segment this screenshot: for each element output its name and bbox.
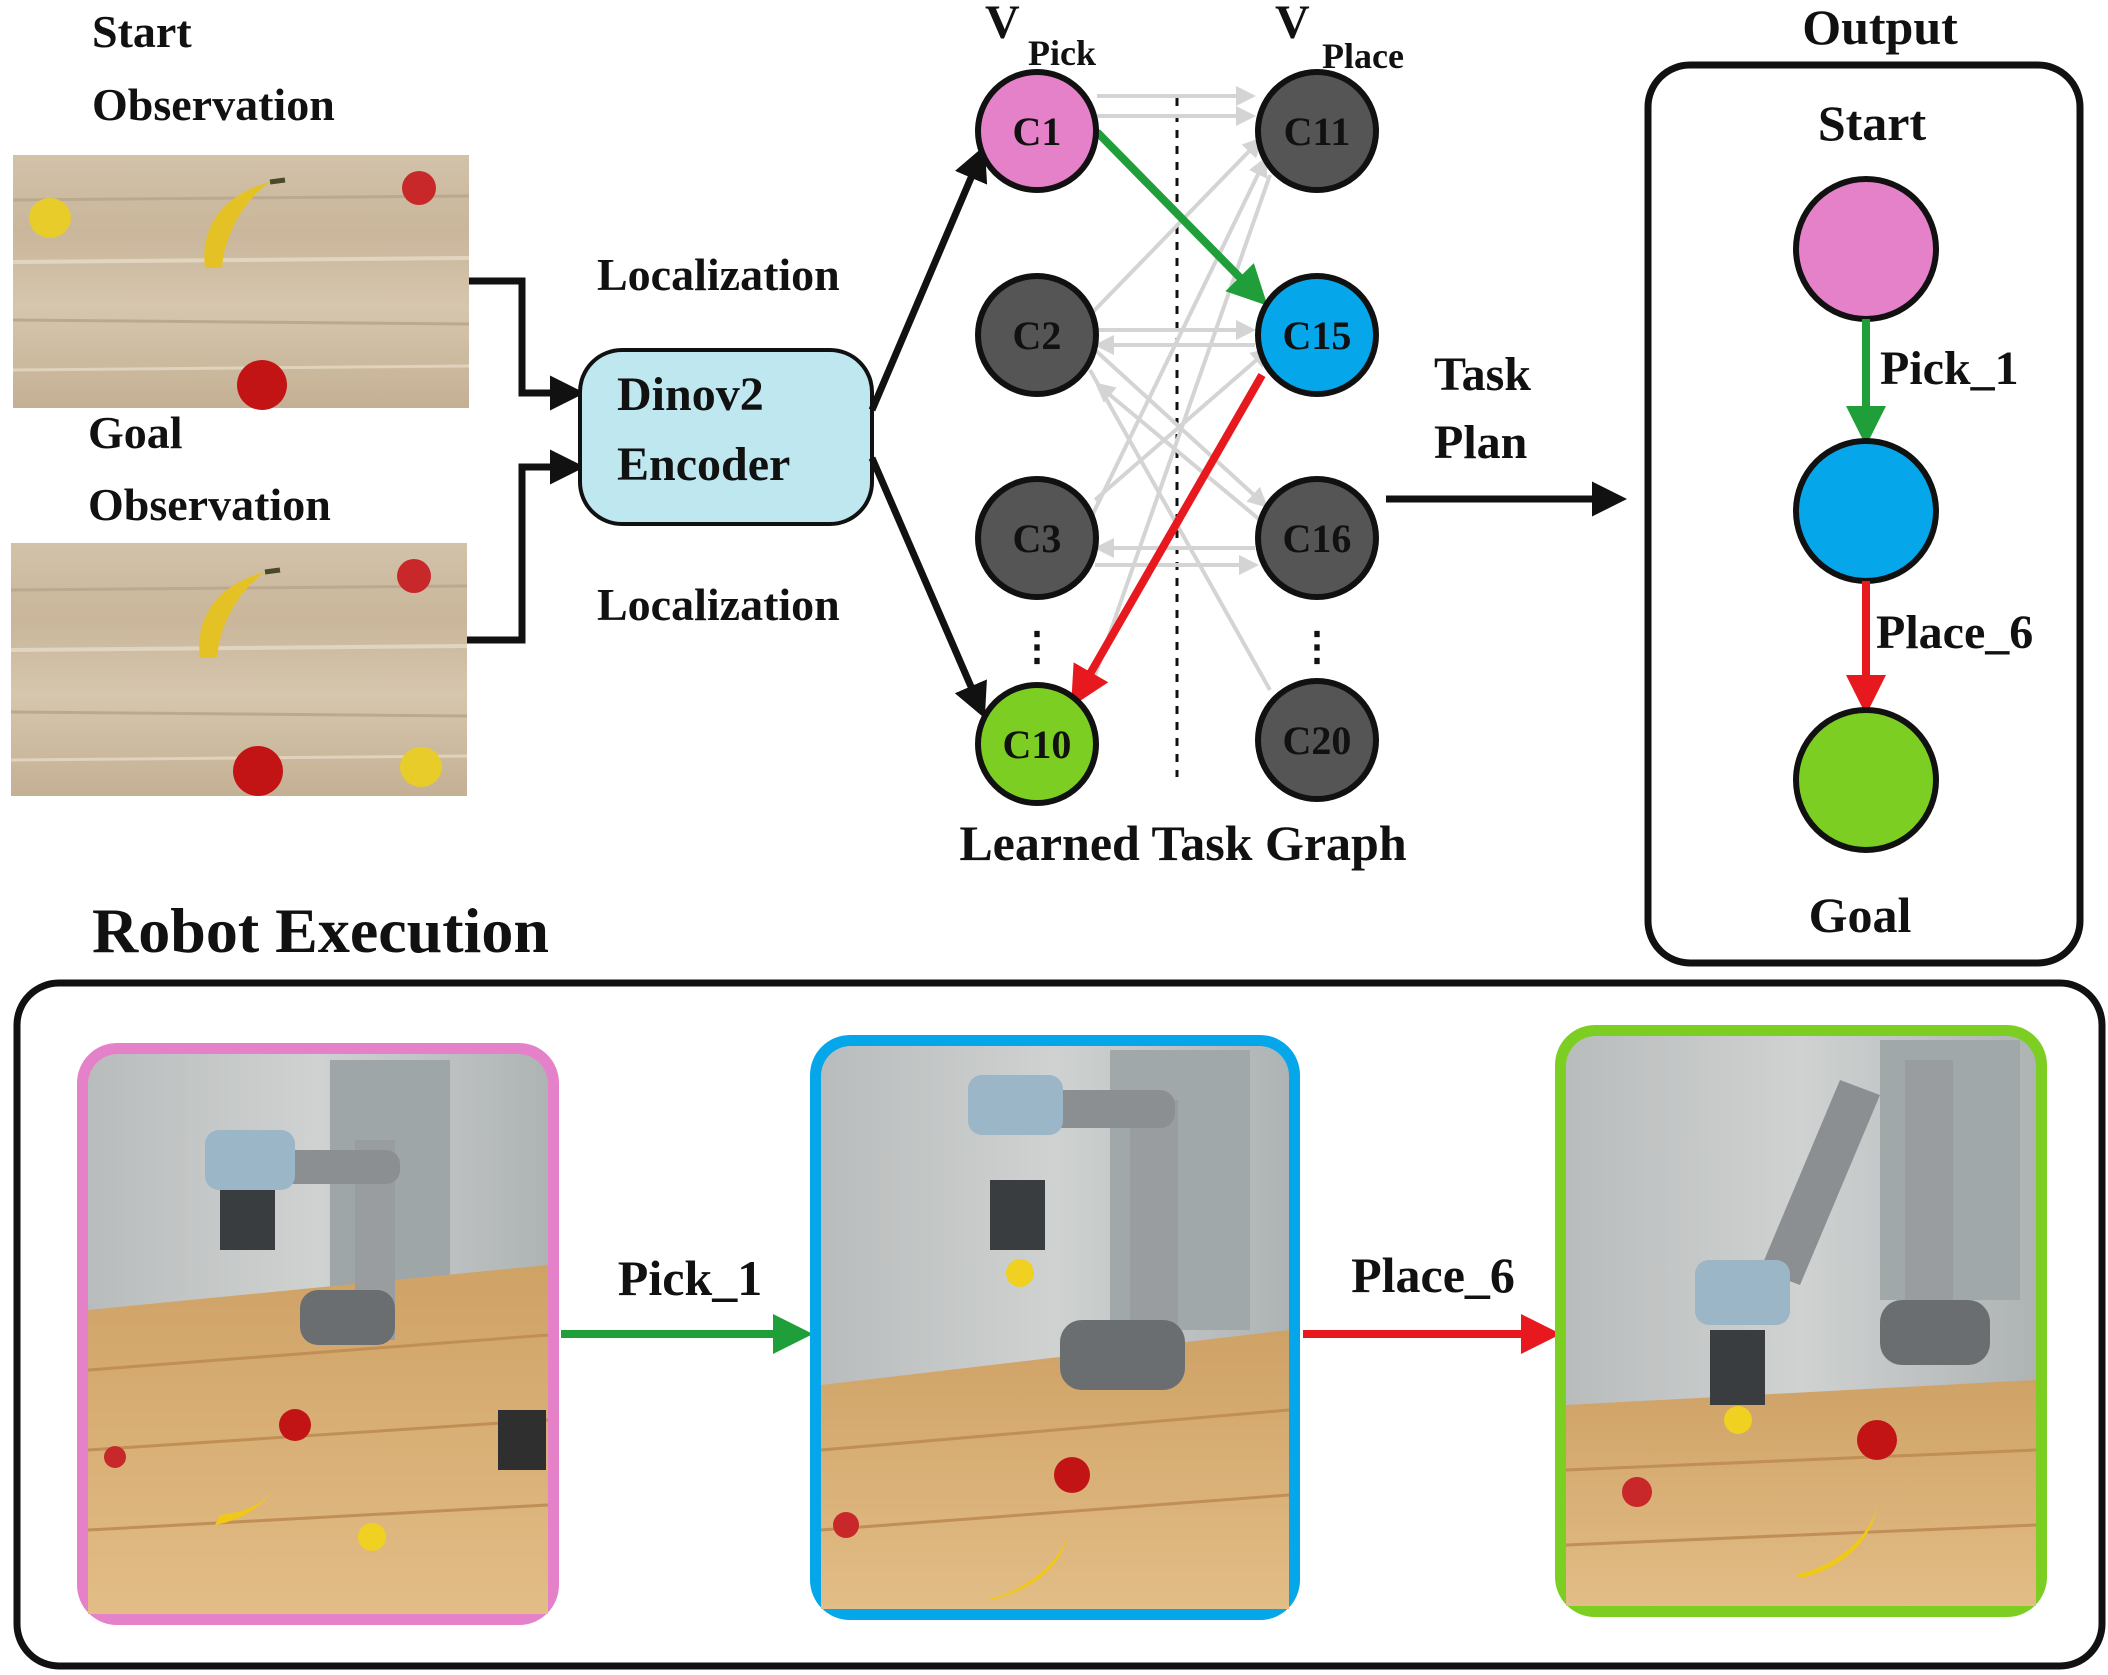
- robot-arrow-place-label: Place_6: [1351, 1247, 1515, 1303]
- svg-text:C1: C1: [1013, 109, 1062, 154]
- place-node-c15: C15: [1255, 273, 1379, 397]
- pick-node-c2: C2: [975, 273, 1099, 397]
- task-plan-label-line2: Plan: [1434, 416, 1527, 469]
- graph-candidate-edges: [1088, 86, 1272, 691]
- encoder-to-c1-arrow: [868, 145, 988, 412]
- graph-header-v-place: V Place: [1275, 0, 1404, 76]
- goal-observation-label-line2: Observation: [88, 479, 331, 530]
- robot-execution-panel: [13, 979, 2106, 1670]
- output-edge-pick-label: Pick_1: [1880, 342, 2019, 395]
- localization-label-top: Localization: [597, 249, 840, 300]
- encoder-to-c10-arrow: [868, 456, 987, 719]
- encoder-label-line2: Encoder: [617, 438, 790, 491]
- output-title: Output: [1802, 0, 1958, 55]
- graph-edge-c1-to-c15: [1094, 129, 1268, 306]
- svg-text:C2: C2: [1013, 313, 1062, 358]
- robot-frame-intermediate: [810, 1035, 1300, 1620]
- graph-caption: Learned Task Graph: [959, 815, 1407, 871]
- svg-text:Place: Place: [1322, 36, 1404, 76]
- svg-text:C15: C15: [1283, 313, 1352, 358]
- output-start-node: [1793, 176, 1939, 322]
- place-node-c11: C11: [1255, 69, 1379, 193]
- output-panel: [1644, 61, 2084, 967]
- start-observation-label-line1: Start: [92, 6, 192, 57]
- robot-frame-goal: [1555, 1025, 2047, 1617]
- encoder-box: [578, 348, 874, 526]
- pick-node-c10: C10: [975, 682, 1099, 806]
- svg-text:C10: C10: [1003, 722, 1072, 767]
- localization-label-bottom: Localization: [597, 579, 840, 630]
- robot-arrow-pick-label: Pick_1: [618, 1250, 762, 1306]
- robot-execution-title: Robot Execution: [92, 895, 549, 966]
- place-node-c20: C20: [1255, 678, 1379, 802]
- goal-observation-image: [10, 543, 468, 796]
- pick-node-c1: C1: [975, 69, 1099, 193]
- start-observation-label-line2: Observation: [92, 79, 335, 130]
- pick-node-c3: C3: [975, 476, 1099, 600]
- goal-to-encoder-arrow: [467, 449, 585, 644]
- goal-observation-label-line1: Goal: [88, 407, 183, 458]
- encoder-label-line1: Dinov2: [617, 368, 764, 421]
- task-plan-label-line1: Task: [1434, 348, 1531, 401]
- place-nodes-ellipsis: ⋮: [1297, 624, 1337, 669]
- svg-text:V: V: [985, 0, 1020, 49]
- svg-text:V: V: [1275, 0, 1310, 49]
- pick-nodes-ellipsis: ⋮: [1017, 624, 1057, 669]
- svg-text:C3: C3: [1013, 516, 1062, 561]
- start-observation-image: [12, 155, 470, 410]
- robot-frame-start: [77, 1043, 559, 1625]
- graph-header-v-pick: V Pick: [985, 0, 1096, 73]
- svg-text:Pick: Pick: [1028, 33, 1096, 73]
- svg-text:C16: C16: [1283, 516, 1352, 561]
- start-to-encoder-arrow: [469, 277, 585, 411]
- output-goal-label: Goal: [1809, 887, 1912, 943]
- output-intermediate-node: [1793, 438, 1939, 584]
- output-start-label: Start: [1818, 95, 1927, 151]
- place-node-c16: C16: [1255, 476, 1379, 600]
- output-goal-node: [1793, 707, 1939, 853]
- graph-edge-c15-to-c10: [1071, 373, 1266, 707]
- svg-text:C11: C11: [1284, 109, 1351, 154]
- svg-text:C20: C20: [1283, 718, 1352, 763]
- output-edge-place-label: Place_6: [1876, 606, 2033, 659]
